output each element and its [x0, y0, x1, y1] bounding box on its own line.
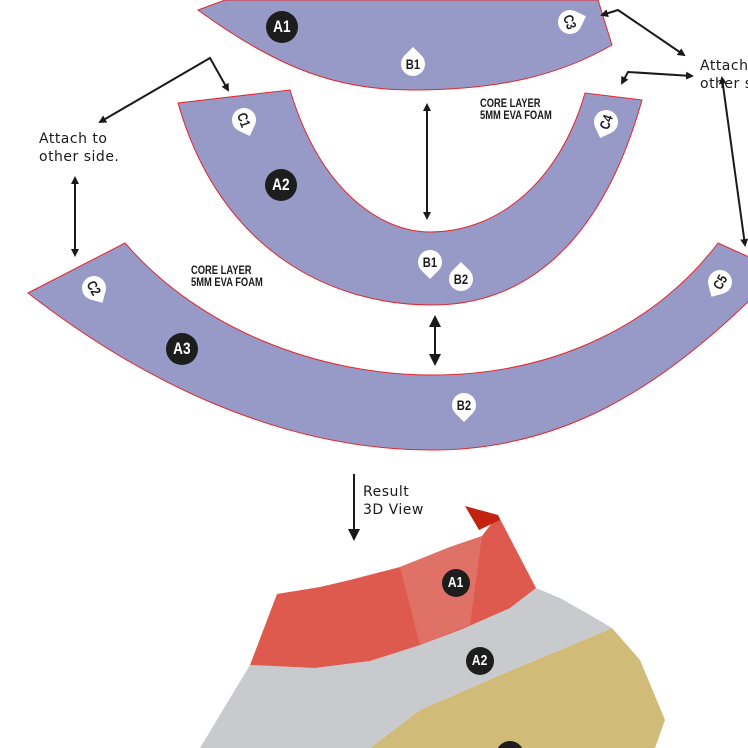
3d-band-a3: [370, 628, 665, 748]
marker-b1-mid: B1: [413, 245, 447, 279]
marker-b1-top: B1: [396, 47, 430, 81]
piece-label-a2: A2: [265, 169, 297, 201]
3d-label-a1: A1: [442, 569, 470, 597]
attach-note-left: Attach to other side.: [39, 131, 120, 165]
piece-label-a3: A3: [166, 333, 198, 365]
arrows: [71, 8, 748, 541]
piece-a1: [196, 0, 613, 91]
attach-note-right: Attach to other side.: [700, 58, 748, 92]
3d-band-a2: [200, 588, 612, 748]
piece-label-text: A1: [273, 17, 291, 36]
result-3d-note: Result 3D View: [363, 484, 424, 518]
marker-b2-mid: B2: [444, 262, 478, 296]
result-3d-model: [200, 506, 665, 748]
marker-b2-bottom: B2: [447, 388, 481, 422]
piece-label-text: A3: [173, 339, 191, 358]
piece-label-a1: A1: [266, 11, 298, 43]
3d-label-a2: A2: [466, 647, 494, 675]
piece-a3: [27, 242, 748, 451]
piece-a2: [177, 89, 643, 306]
piece-label-text: A2: [272, 175, 290, 194]
3d-label-a3: A3: [496, 741, 524, 748]
